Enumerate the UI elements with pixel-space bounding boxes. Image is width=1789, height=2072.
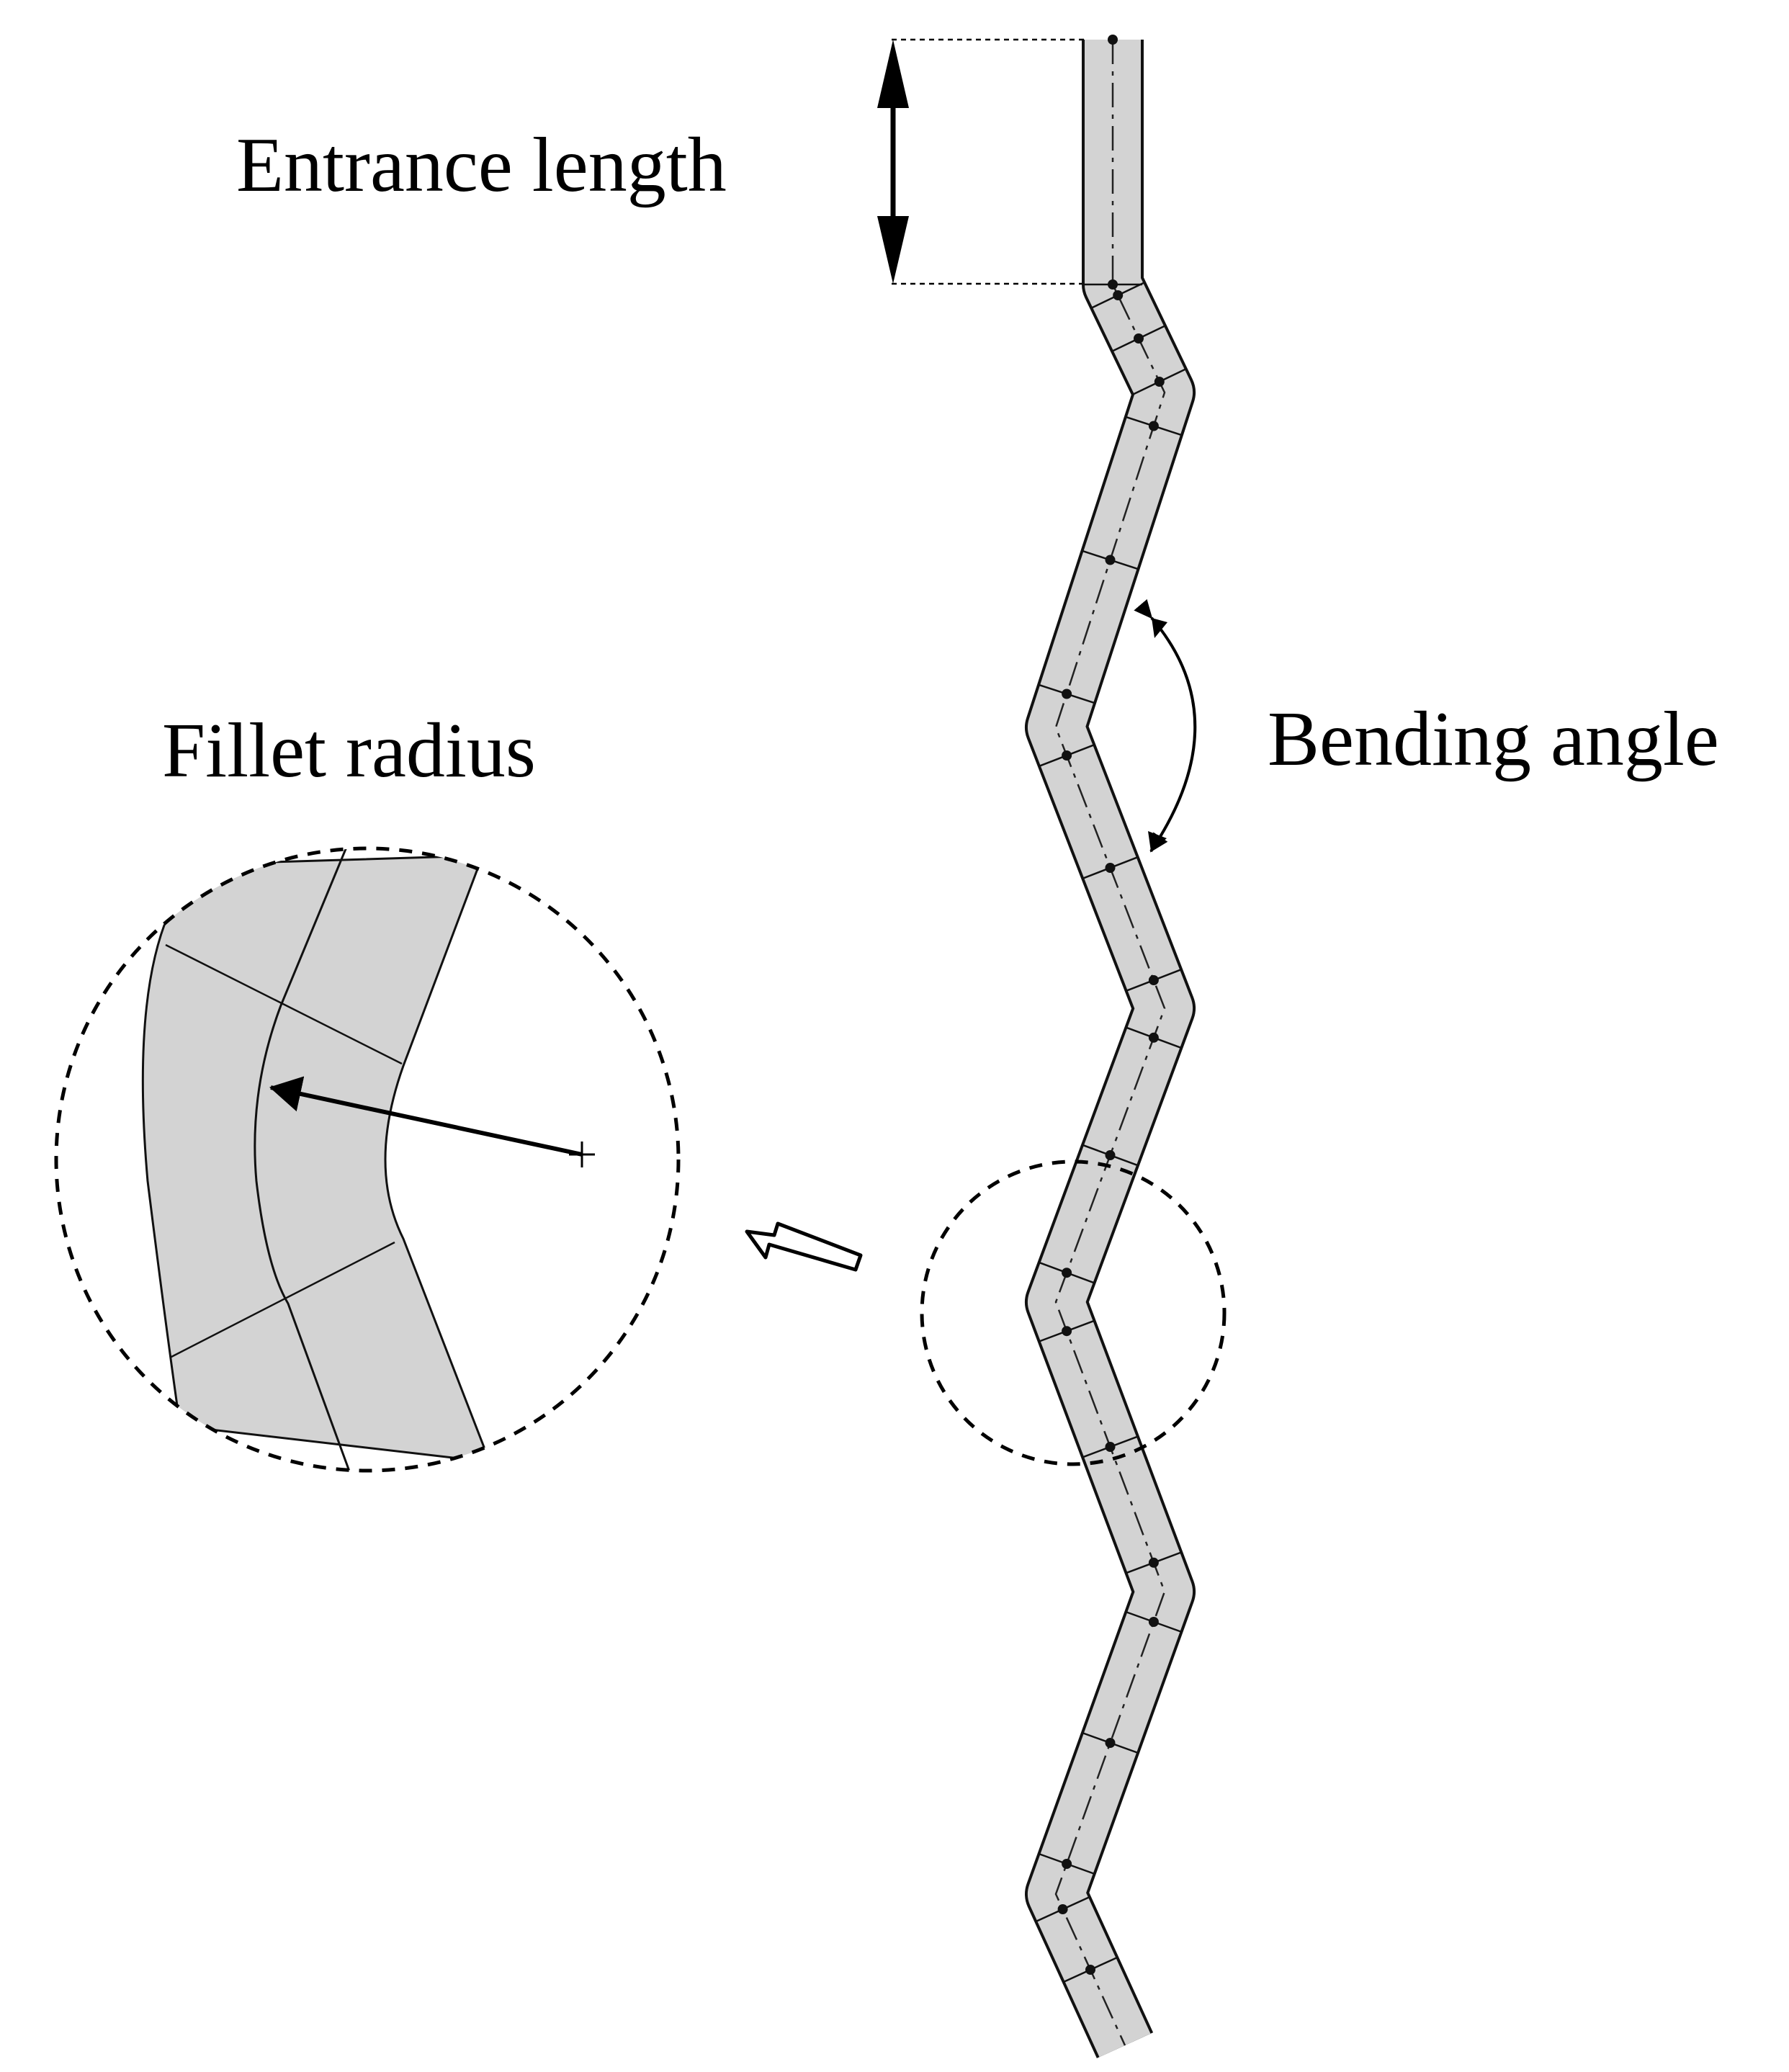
channel-node	[1062, 1268, 1072, 1278]
channel-node	[1105, 555, 1116, 565]
channel-node	[1148, 1617, 1159, 1627]
zoom-cross-line-bottom	[169, 1241, 395, 1359]
channel-node	[1062, 1326, 1072, 1337]
channel-node	[1148, 1032, 1159, 1043]
channel-node	[1108, 35, 1118, 45]
channel-node	[1108, 279, 1118, 290]
fillet-center-cross	[569, 1142, 595, 1167]
entrance-length-label: Entrance length	[236, 122, 727, 208]
entrance-length-dimension	[877, 38, 1086, 285]
channel-node	[1105, 1738, 1116, 1748]
channel-node	[1062, 689, 1072, 699]
channel-node	[1148, 975, 1159, 985]
channel-node	[1062, 750, 1072, 761]
channel-node	[1148, 421, 1159, 431]
zoom-circle-outline	[54, 846, 681, 1473]
channel-node	[1154, 377, 1165, 387]
channel-centerline	[1054, 40, 1166, 2046]
zoom-pointer-arrow	[745, 1221, 863, 1272]
zigzag-channel	[1025, 35, 1196, 2058]
zoom-cross-line-top	[165, 943, 403, 1065]
detail-circle	[920, 1160, 1227, 1466]
bending-angle-arrow	[1134, 598, 1197, 853]
channel-nodes	[1057, 35, 1165, 1975]
fillet-zoom-view	[54, 846, 681, 1473]
channel-node	[1105, 863, 1116, 873]
channel-node	[1105, 1442, 1116, 1452]
bending-angle-label: Bending angle	[1268, 696, 1719, 782]
channel-node	[1085, 1965, 1095, 1975]
zoom-centerline	[254, 848, 358, 1471]
fillet-radius-arrow	[269, 1076, 583, 1157]
channel-node	[1134, 333, 1144, 344]
channel-node	[1148, 1557, 1159, 1568]
zoom-channel-shape	[141, 854, 492, 1463]
channel-node	[1105, 1150, 1116, 1160]
channel-node	[1057, 1904, 1068, 1914]
channel-node	[1062, 1859, 1072, 1869]
channel-node	[1113, 290, 1124, 300]
fillet-radius-label: Fillet radius	[162, 708, 536, 794]
